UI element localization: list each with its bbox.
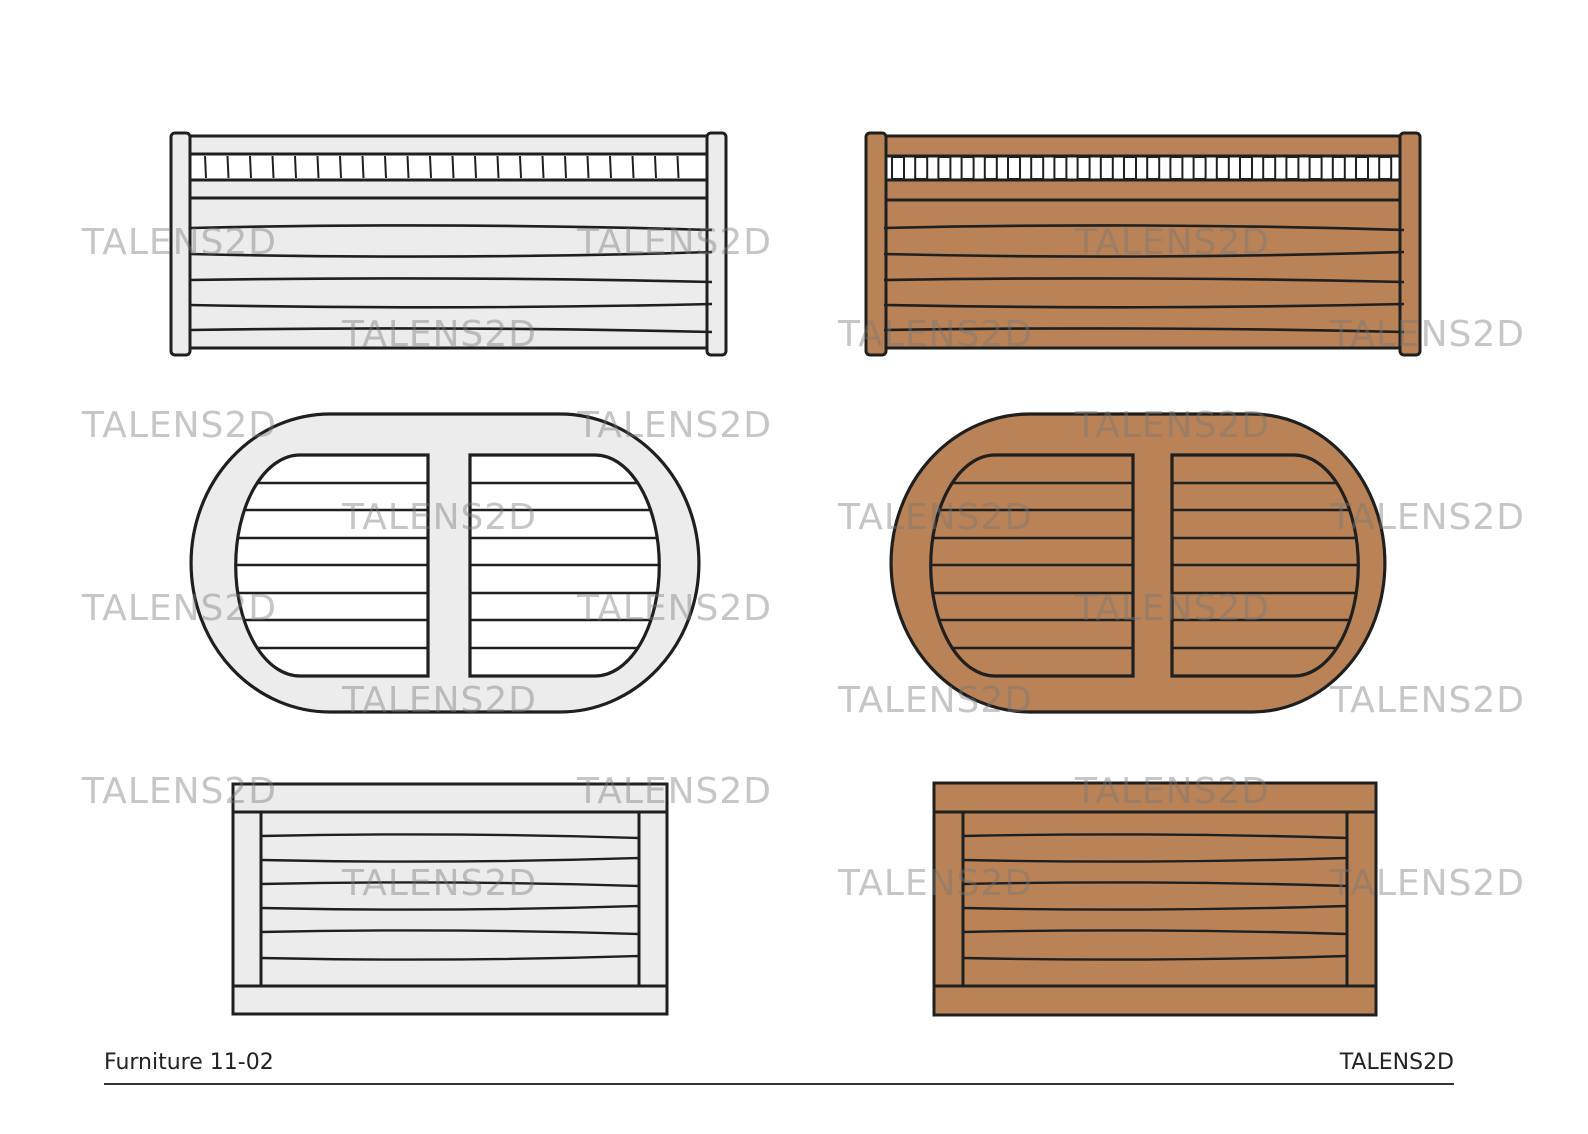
rect-table-colored-drawing	[932, 781, 1378, 1017]
bench-spindle	[339, 155, 342, 179]
bench-spindle-gap	[1285, 156, 1300, 180]
bench-spindle	[654, 155, 657, 179]
bench-spindle	[294, 155, 297, 179]
bench-spindle	[451, 155, 455, 179]
bench-colored-drawing	[864, 131, 1422, 357]
bench-outline-drawing	[169, 131, 728, 357]
bench-spindle-gap	[983, 156, 998, 180]
oval-table-outline-drawing	[189, 412, 701, 714]
bench-spindle-gap	[1053, 156, 1068, 180]
bench-spindle-gap	[891, 156, 905, 180]
bench-spindle-gap	[960, 156, 975, 180]
bench-spindle-gap	[1308, 156, 1323, 180]
bench-spindle	[204, 155, 207, 179]
bench-spindle	[406, 155, 410, 179]
bench-spindle-gap	[1192, 156, 1207, 180]
bench-spindle	[496, 155, 500, 179]
bench-spindle-gap	[1331, 156, 1346, 180]
bench-spindle	[631, 155, 635, 179]
bench-spindle	[384, 155, 387, 179]
footer-divider	[104, 1083, 1454, 1085]
bench-spindle-gap	[1262, 156, 1277, 180]
bench-spindle	[609, 155, 612, 179]
bench-spindle-gap	[1099, 156, 1114, 180]
bench-spindle-gap	[937, 156, 952, 180]
bench-spindle	[519, 155, 522, 179]
bench-spindle	[429, 155, 432, 179]
bench-spindle	[361, 155, 365, 179]
bench-spindle-gap	[1007, 156, 1021, 180]
bench-spindle-gap	[1123, 156, 1137, 180]
bench-spindle	[316, 155, 320, 179]
bench-spindle	[226, 155, 230, 179]
bench-spindle-gap	[1378, 156, 1393, 180]
bench-spindle	[676, 155, 680, 179]
bench-spindle	[271, 155, 275, 179]
rect-table-outline-drawing	[231, 782, 669, 1016]
bench-spindle	[474, 155, 477, 179]
bench-spindle-gap	[1169, 156, 1184, 180]
bench-spindle-gap	[1239, 156, 1253, 180]
oval-table-colored-drawing	[889, 412, 1387, 714]
bench-spindle-gap	[1146, 156, 1161, 180]
bench-spindle-gap	[1355, 156, 1369, 180]
bench-spindle	[541, 155, 545, 179]
bench-spindle	[586, 155, 590, 179]
sheet-title: Furniture 11-02	[104, 1050, 274, 1075]
bench-spindle-gap	[1215, 156, 1230, 180]
bench-spindle	[564, 155, 567, 179]
bench-spindle-gap	[914, 156, 929, 180]
bench-spindle-gap	[1076, 156, 1091, 180]
bench-spindle	[249, 155, 252, 179]
brand-label: TALENS2D	[1339, 1050, 1454, 1075]
bench-spindle-gap	[1030, 156, 1045, 180]
